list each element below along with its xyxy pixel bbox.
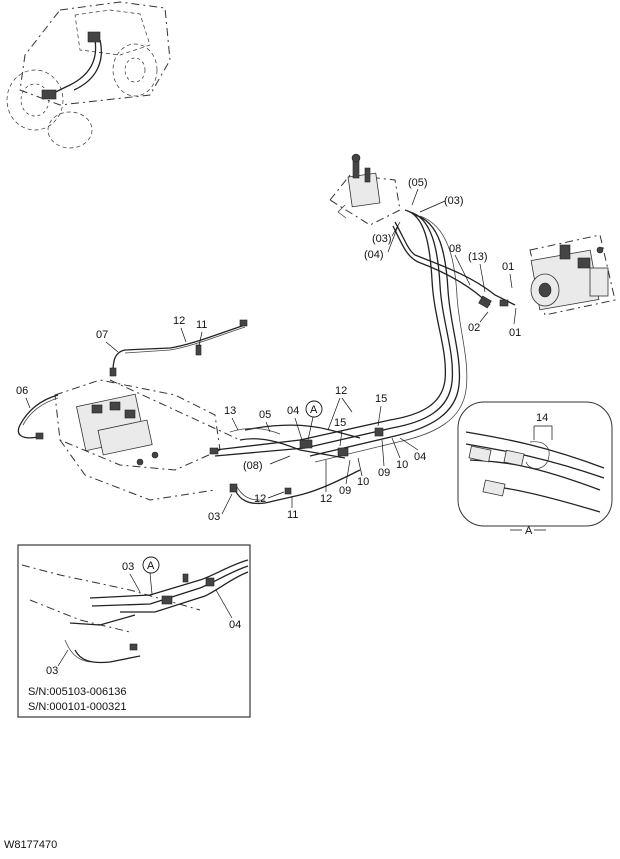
label-p04-c: 04 (414, 451, 426, 463)
callouts-main: (05) (03) (03) (04) 08 (13) 01 02 01 12 … (16, 177, 521, 523)
label-p11-a: 11 (196, 319, 207, 331)
label-p05-a: (05) (408, 177, 428, 189)
machine-overview-thumbnail (6, 1, 171, 149)
hose-07 (109, 319, 248, 377)
inset-panel: 03 A 04 03 S/N:005103-006136 S/N:000101-… (17, 544, 251, 718)
serial-range-1: S/N:005103-006136 (28, 686, 126, 698)
inset-label-p04: 04 (229, 619, 241, 631)
hose-06 (17, 394, 59, 440)
inset-label-p03-b: 03 (46, 665, 58, 677)
inset-label-p03-a: 03 (122, 561, 134, 573)
label-p04-b: 04 (287, 405, 299, 417)
label-p11-b: 11 (287, 509, 298, 521)
label-p15-b: 15 (375, 393, 387, 405)
pump-assembly (529, 234, 616, 316)
label-p03-c: 03 (208, 511, 220, 523)
label-p10-b: 10 (396, 459, 408, 471)
label-p13-b: 13 (224, 405, 236, 417)
inset-marker-label: A (147, 560, 155, 572)
detail-label-p14: 14 (536, 412, 548, 424)
label-p12-b: 12 (335, 385, 347, 397)
label-p03-a: (03) (444, 195, 464, 207)
pilot-valve (329, 153, 401, 226)
label-p12-c: 12 (320, 493, 332, 505)
detail-view-a: 14 A (457, 401, 613, 537)
label-p06: 06 (16, 385, 28, 397)
label-p13-a: (13) (468, 251, 488, 263)
serial-range-2: S/N:000101-000321 (28, 701, 126, 713)
view-marker-circle (305, 400, 323, 418)
label-p08-b: (08) (243, 460, 263, 472)
label-p08-a: 08 (449, 243, 461, 255)
label-p12-d: 12 (254, 493, 266, 505)
label-p02: 02 (468, 322, 480, 334)
label-p09-b: 09 (378, 467, 390, 479)
label-p03-b: (03) (372, 233, 392, 245)
label-p01-a: 01 (502, 261, 514, 273)
inset-marker-circle (142, 556, 160, 574)
label-p07: 07 (96, 329, 108, 341)
label-p09-a: 09 (339, 485, 351, 497)
control-valve-block (54, 379, 241, 501)
label-p12-a: 12 (173, 315, 185, 327)
detail-caption-a: A (525, 525, 533, 537)
hose-03 (229, 469, 361, 505)
label-p15-a: 15 (334, 417, 346, 429)
label-p04-a: (04) (364, 249, 384, 261)
label-p01-b: 01 (509, 327, 521, 339)
view-marker-label: A (310, 404, 318, 416)
label-p10-a: 10 (357, 476, 369, 488)
drawing-number: W8177470 (4, 839, 57, 851)
label-p05-b: 05 (259, 409, 271, 421)
